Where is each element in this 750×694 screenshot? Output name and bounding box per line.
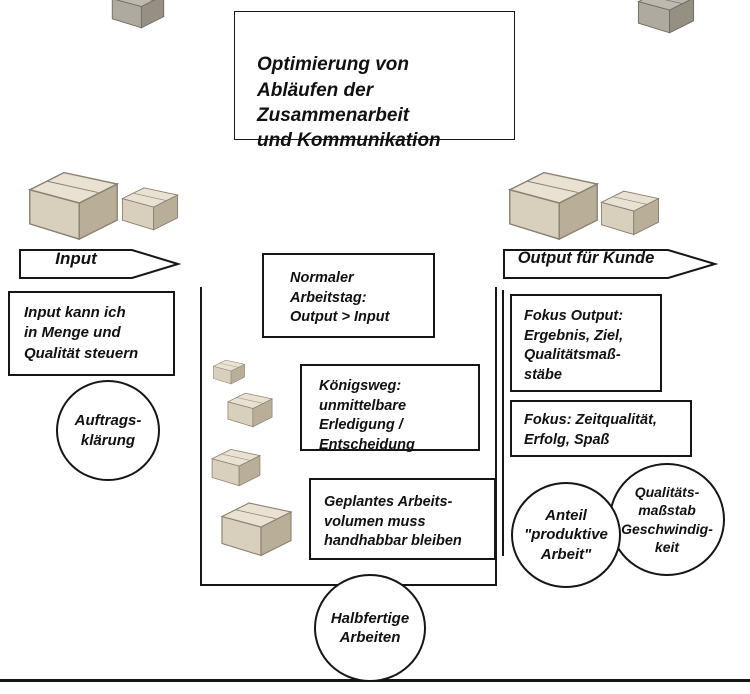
- arrow-right-icon: [503, 249, 719, 279]
- package-icon-output-large: [506, 165, 601, 241]
- package-icon-pile-4: [219, 497, 294, 557]
- koenigsweg-box: Königsweg: unmittelbare Erledigung / Ent…: [300, 364, 480, 453]
- package-icon-output-small: [599, 186, 661, 236]
- package-icon-pile-1: [212, 357, 246, 385]
- output-frame-line: [502, 290, 504, 556]
- package-icon-pile-2: [226, 389, 274, 428]
- input-arrow: Input: [18, 242, 182, 286]
- arrow-right-icon: [19, 249, 182, 279]
- normal-workday-box: Normaler Arbeitstag: Output > Input: [262, 253, 435, 338]
- package-icon-input-small: [120, 183, 180, 231]
- package-icon-input-large: [26, 165, 121, 241]
- corner-package-icon-left: [110, 0, 166, 29]
- fokus-output-box: Fokus Output: Ergebnis, Ziel, Qualitätsm…: [510, 294, 662, 392]
- package-icon-pile-3: [210, 445, 262, 487]
- output-arrow: Output für Kunde: [502, 242, 719, 286]
- input-arrow-label: Input: [55, 249, 97, 268]
- anteil-produktive-arbeit-circle: Anteil "produktive Arbeit": [511, 482, 621, 588]
- input-note-box: Input kann ich in Menge und Qualität ste…: [8, 291, 175, 376]
- title-box: Optimierung von Abläufen der Zusammenarb…: [234, 11, 515, 151]
- halbfertige-arbeiten-circle: Halbfertige Arbeiten: [314, 574, 426, 682]
- planned-volume-box: Geplantes Arbeits- volumen muss handhabb…: [309, 478, 496, 560]
- output-arrow-label: Output für Kunde: [517, 249, 655, 267]
- auftragsklaerung-circle: Auftrags- klärung: [56, 380, 160, 481]
- corner-package-icon-right: [636, 0, 696, 34]
- qualitaetsmassstab-circle: Qualitäts- maßstab Geschwindig- keit: [609, 463, 725, 576]
- diagram-title: Optimierung von Abläufen der Zusammenarb…: [257, 54, 441, 152]
- fokus-zeitqualitaet-box: Fokus: Zeitqualität, Erfolg, Spaß: [510, 400, 692, 457]
